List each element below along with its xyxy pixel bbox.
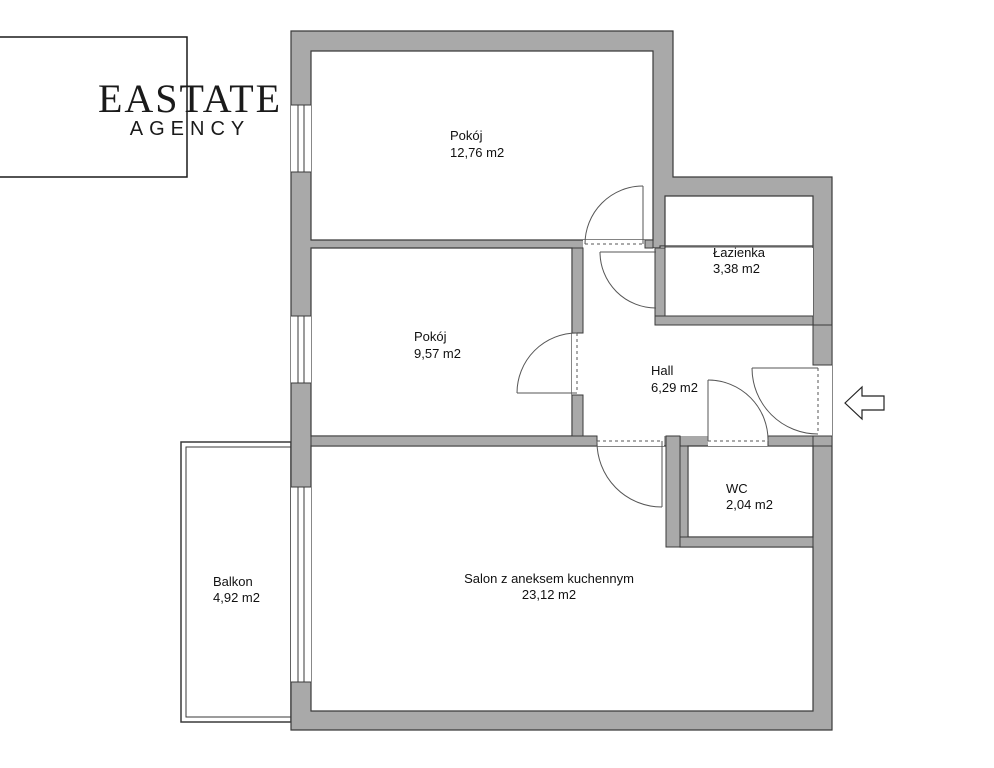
logo-name: EASTATE <box>98 76 282 121</box>
logo-subtitle: AGENCY <box>130 118 250 140</box>
door-swing-salon <box>596 440 663 508</box>
logo: EASTATE AGENCY <box>0 36 282 178</box>
window-room1 <box>291 105 311 172</box>
hall-floor <box>583 248 813 436</box>
room-name-hall: Hall <box>651 363 674 378</box>
room-area-lazienka: 3,38 m2 <box>713 261 760 276</box>
window-glazing <box>291 104 311 683</box>
room-labels: Pokój 12,76 m2 Pokój 9,57 m2 Łazienka 3,… <box>213 128 773 605</box>
room-name-pokoj-1: Pokój <box>450 128 483 143</box>
room-area-pokoj-2: 9,57 m2 <box>414 346 461 361</box>
door-gap-room1 <box>583 240 645 248</box>
room-name-wc: WC <box>726 481 748 496</box>
doors <box>516 185 819 508</box>
room-area-salon: 23,12 m2 <box>522 587 576 602</box>
door-swing-room2 <box>516 332 578 394</box>
room-area-pokoj-1: 12,76 m2 <box>450 145 504 160</box>
room-name-pokoj-2: Pokój <box>414 329 447 344</box>
door-swing-room1 <box>584 185 644 245</box>
room-area-hall: 6,29 m2 <box>651 380 698 395</box>
door-swing-bath <box>599 251 657 309</box>
bathroom-left-wall <box>654 247 666 317</box>
logo-frame <box>0 36 188 178</box>
room-name-salon: Salon z aneksem kuchennym <box>464 571 634 586</box>
door-gap-salon <box>597 436 664 446</box>
door-swing-wc <box>707 379 769 442</box>
room-area-wc: 2,04 m2 <box>726 497 773 512</box>
room-name-balkon: Balkon <box>213 574 253 589</box>
wc-walls <box>665 435 814 548</box>
balcony-door <box>291 487 311 682</box>
entrance-gap <box>813 365 832 436</box>
room-name-lazienka: Łazienka <box>713 245 766 260</box>
balcony-outline <box>180 441 292 723</box>
door-swing-entrance <box>751 367 819 435</box>
window-room2 <box>291 316 311 383</box>
interior-walls <box>310 239 833 447</box>
bathroom-bottom-wall <box>654 315 814 326</box>
room-area-balkon: 4,92 m2 <box>213 590 260 605</box>
entrance-arrow-icon <box>844 385 885 421</box>
